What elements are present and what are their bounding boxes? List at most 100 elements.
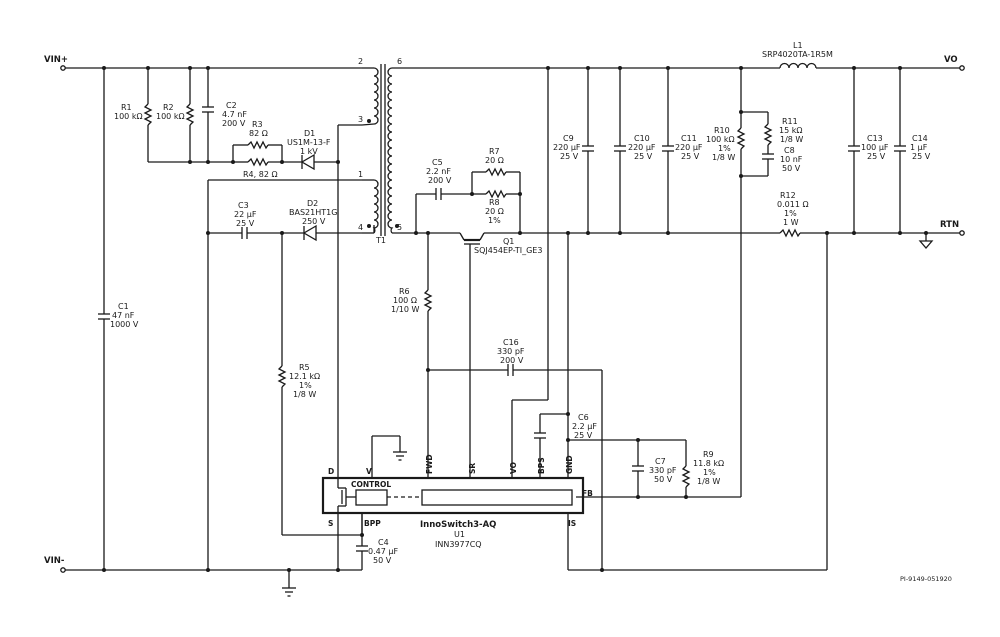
r6-ref: R6 xyxy=(399,287,410,296)
c13-value: 100 μF xyxy=(861,143,889,152)
r2-resistor xyxy=(185,68,195,162)
c2-capacitor xyxy=(202,68,214,162)
vo-label: VO xyxy=(944,55,958,65)
ground-symbol-primary xyxy=(282,570,296,597)
c2-rating: 200 V xyxy=(222,119,246,128)
d2-ref: D2 xyxy=(307,199,318,208)
ic-pin-vo: VO xyxy=(509,462,518,474)
c11-value: 220 μF xyxy=(675,143,703,152)
c3-ref: C3 xyxy=(238,201,249,210)
c5-ref: C5 xyxy=(432,158,443,167)
ic-pin-is: IS xyxy=(568,519,576,528)
vo-rail xyxy=(392,65,965,71)
ic-pin-sr: SR xyxy=(468,463,477,474)
rtn-label: RTN xyxy=(940,220,959,230)
r2-value: 100 kΩ xyxy=(156,112,185,121)
c13-c14-caps xyxy=(848,68,906,233)
c9-rating: 25 V xyxy=(560,152,579,161)
snubber-node xyxy=(148,124,362,171)
c14-value: 1 μF xyxy=(910,143,928,152)
r11-ref: R11 xyxy=(782,117,798,126)
vo-sense-net xyxy=(511,68,549,478)
r12-power: 1 W xyxy=(783,218,799,227)
r7-ref: R7 xyxy=(489,147,500,156)
r7-value: 20 Ω xyxy=(485,156,504,165)
c3-rating: 25 V xyxy=(236,219,255,228)
r5-value: 12.1 kΩ xyxy=(289,372,320,381)
control-block-label: CONTROL xyxy=(351,480,391,489)
r9-power: 1/8 W xyxy=(697,477,720,486)
c14-rating: 25 V xyxy=(912,152,931,161)
c16-value: 330 pF xyxy=(497,347,525,356)
t1-ref: T1 xyxy=(375,236,386,245)
c16-ref: C16 xyxy=(503,338,519,347)
l1-ref: L1 xyxy=(793,41,803,50)
ic-pin-fb: FB xyxy=(582,489,593,498)
vin-plus-rail xyxy=(60,65,362,71)
r12-resistor xyxy=(567,228,828,572)
c10-rating: 25 V xyxy=(634,152,653,161)
ic-pin-v: V xyxy=(366,467,372,476)
c4-rating: 50 V xyxy=(373,556,392,565)
c5-value: 2.2 nF xyxy=(426,167,451,176)
r3-ref: R3 xyxy=(252,120,263,129)
fb-network xyxy=(568,438,741,499)
r12-value: 0.011 Ω xyxy=(777,200,809,209)
drawing-id: PI-9149-051920 xyxy=(900,575,952,583)
r12-ref: R12 xyxy=(780,191,796,200)
r10-tol: 1% xyxy=(718,144,731,153)
ground-symbol-secondary xyxy=(918,233,934,249)
c7-value: 330 pF xyxy=(649,466,677,475)
c6-ref: C6 xyxy=(578,413,589,422)
r1-value: 100 kΩ xyxy=(114,112,143,121)
ic-u1-body xyxy=(321,435,585,572)
r10-value: 100 kΩ xyxy=(706,135,735,144)
l1-inductor xyxy=(779,62,817,69)
gnd-net xyxy=(566,233,570,478)
r8-ref: R8 xyxy=(489,198,500,207)
d1-rating: 1 kV xyxy=(300,147,318,156)
ic-pin-bpp: BPP xyxy=(364,519,381,528)
bias-net xyxy=(206,179,362,570)
rtn-rail xyxy=(392,230,965,236)
c3-value: 22 μF xyxy=(234,210,257,219)
t1-transformer xyxy=(361,64,399,236)
c4-value: 0.47 μF xyxy=(368,547,398,556)
c9-value: 220 μF xyxy=(553,143,581,152)
c8-rating: 50 V xyxy=(782,164,801,173)
r6-power: 1/10 W xyxy=(391,305,420,314)
c14-ref: C14 xyxy=(912,134,928,143)
ic-pin-d: D xyxy=(328,467,334,476)
r1-ref: R1 xyxy=(121,103,132,112)
ic-pin-s: S xyxy=(328,519,333,528)
c11-rating: 25 V xyxy=(681,152,700,161)
r6-value: 100 Ω xyxy=(393,296,417,305)
r5-power: 1/8 W xyxy=(293,390,316,399)
t1-pin-5: 5 xyxy=(397,223,402,232)
output-caps xyxy=(582,68,674,233)
q1-part: SQJ454EP-TI_GE3 xyxy=(474,246,542,255)
r4-label: R4, 82 Ω xyxy=(243,170,278,179)
q1-ref: Q1 xyxy=(503,237,514,246)
d2-rating: 250 V xyxy=(302,217,326,226)
r10-ref: R10 xyxy=(714,126,730,135)
c5-rating: 200 V xyxy=(428,176,452,185)
c7-ref: C7 xyxy=(655,457,666,466)
d1-part: US1M-13-F xyxy=(287,138,331,147)
q1-mosfet xyxy=(459,232,485,478)
r12-tol: 1% xyxy=(784,209,797,218)
ic-name: InnoSwitch3-AQ xyxy=(420,520,496,530)
r5-ref: R5 xyxy=(299,363,310,372)
c2-ref: C2 xyxy=(226,101,237,110)
l1-part: SRP4020TA-1R5M xyxy=(762,50,833,59)
r3-value: 82 Ω xyxy=(249,129,268,138)
vin-plus-label: VIN+ xyxy=(44,55,68,65)
c7-rating: 50 V xyxy=(654,475,673,484)
r11-power: 1/8 W xyxy=(780,135,803,144)
ic-pin-fwd: FWD xyxy=(425,454,434,474)
c1-capacitor xyxy=(98,68,110,570)
r5-tol: 1% xyxy=(299,381,312,390)
t1-pin-2: 2 xyxy=(358,57,363,66)
c8-value: 10 nF xyxy=(780,155,803,164)
